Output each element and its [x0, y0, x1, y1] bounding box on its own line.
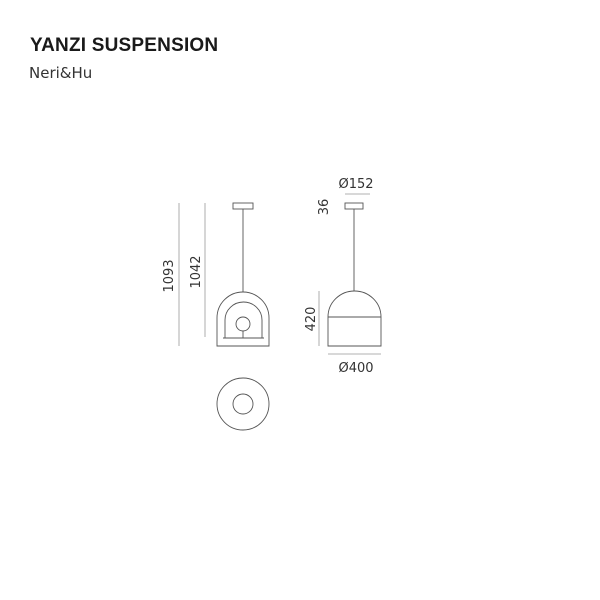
top-view-outer-circle: [216, 377, 270, 431]
product-title: YANZI SUSPENSION: [30, 35, 219, 56]
arch-inner: [224, 301, 263, 338]
canopy: [232, 202, 254, 210]
arch-outer: [216, 291, 270, 347]
top-view-inner-circle: [232, 393, 254, 415]
canopy-height-label: 36: [317, 199, 332, 216]
shade-height-label: 420: [304, 307, 319, 332]
body-height-label: 1042: [189, 255, 204, 288]
top-view: [216, 377, 270, 431]
designer-name: Neri&Hu: [29, 64, 93, 82]
side-view: Ø152 36 420 Ø400: [304, 177, 382, 376]
shade: [327, 290, 382, 347]
canopy-diameter-label: Ø152: [338, 177, 373, 192]
total-height-label: 1093: [162, 259, 177, 292]
bulb: [235, 316, 251, 332]
shade-diameter-label: Ø400: [338, 361, 373, 376]
front-view: 1093 1042: [162, 202, 270, 347]
canopy-side: [344, 202, 364, 210]
